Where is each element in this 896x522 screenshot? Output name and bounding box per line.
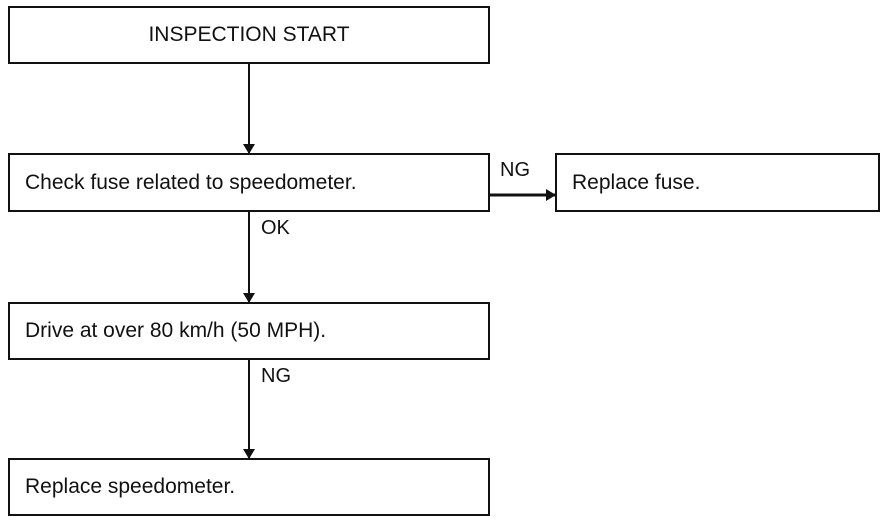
inspection-start-label: INSPECTION START — [148, 23, 350, 46]
replace-fuse-box: Replace fuse. — [555, 153, 880, 212]
replace-fuse-label: Replace fuse. — [572, 170, 701, 194]
inspection-start-box: INSPECTION START — [8, 6, 490, 64]
drive-test-label: Drive at over 80 km/h (50 MPH). — [25, 319, 327, 342]
drive-test-box: Drive at over 80 km/h (50 MPH). — [8, 302, 490, 360]
check-fuse-label: Check fuse related to speedometer. — [25, 170, 357, 194]
replace-speedometer-label: Replace speedometer. — [25, 475, 236, 498]
edge-label-fuse-ok: OK — [261, 217, 290, 239]
edge-label-drive-ng: NG — [261, 365, 291, 387]
replace-speedometer-box: Replace speedometer. — [8, 458, 490, 516]
edge-label-fuse-ng: NG — [500, 159, 530, 181]
check-fuse-box: Check fuse related to speedometer. — [8, 153, 490, 212]
